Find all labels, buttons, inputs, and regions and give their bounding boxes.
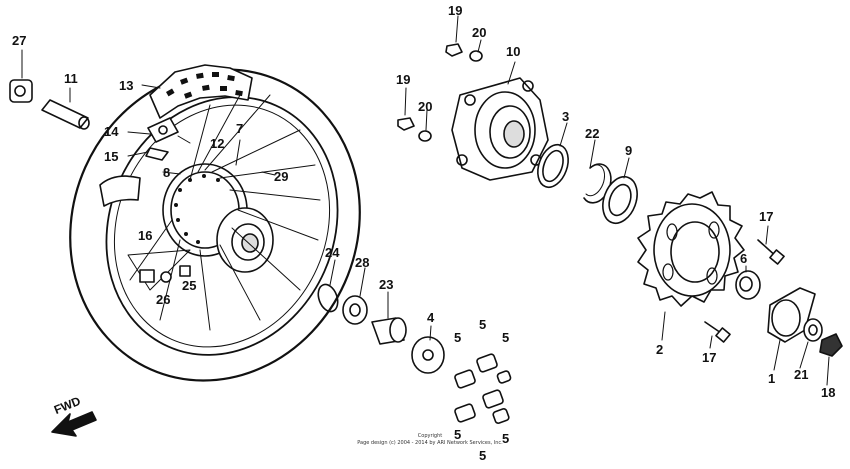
part-27-nut — [9, 79, 33, 103]
copyright-line-2: Page design (c) 2004 - 2014 by ARI Netwo… — [357, 439, 503, 446]
label-part-8: 8 — [163, 165, 171, 180]
part-19-nuts — [397, 43, 463, 131]
label-part-18: 18 — [821, 385, 836, 400]
label-part-25: 25 — [182, 278, 197, 293]
forward-arrow-icon — [51, 411, 97, 437]
label-part-15: 15 — [104, 149, 119, 164]
leader-lines — [21, 15, 830, 386]
label-part-5e: 5 — [479, 448, 487, 463]
part-9-seal — [602, 175, 638, 225]
label-part-20a: 20 — [472, 25, 487, 40]
label-part-21: 21 — [794, 367, 809, 382]
label-part-11: 11 — [64, 71, 78, 86]
label-part-23: 23 — [379, 277, 394, 292]
label-part-12: 12 — [210, 136, 225, 151]
label-part-26: 26 — [156, 292, 171, 307]
label-part-6: 6 — [740, 251, 748, 266]
label-part-27: 27 — [12, 33, 27, 48]
part-17-bolts — [704, 239, 785, 343]
label-part-3: 3 — [562, 109, 570, 124]
part-23-spacer — [371, 317, 407, 345]
label-part-5f: 5 — [502, 431, 510, 446]
label-part-10: 10 — [506, 44, 521, 59]
label-part-20b: 20 — [418, 99, 433, 114]
part-6-spacer — [735, 270, 761, 300]
label-part-1: 1 — [768, 371, 776, 386]
label-part-29: 29 — [274, 169, 289, 184]
tube-valve-illustration — [145, 117, 179, 161]
label-part-24: 24 — [325, 245, 340, 260]
label-part-5c: 5 — [502, 330, 510, 345]
part-24-oring — [317, 283, 339, 313]
label-part-17a: 17 — [759, 209, 774, 224]
part-20-washers — [418, 50, 483, 142]
copyright-line-1: Copyright — [417, 433, 443, 439]
part-11-collar — [41, 99, 90, 130]
label-part-22: 22 — [585, 126, 600, 141]
tire-illustration — [69, 64, 361, 382]
label-part-9: 9 — [625, 143, 633, 158]
part-21-washer — [803, 318, 823, 342]
part-18-nut — [819, 333, 843, 357]
label-part-19a: 19 — [448, 3, 463, 18]
copyright-notice: Copyright Page design (c) 2004 - 2014 by… — [335, 433, 525, 446]
part-3-ring — [537, 143, 569, 189]
label-part-5a: 5 — [454, 330, 462, 345]
part-2-sprocket — [637, 191, 745, 307]
label-part-5d: 5 — [454, 427, 462, 442]
label-part-19b: 19 — [396, 72, 411, 87]
label-part-28: 28 — [355, 255, 370, 270]
label-part-7: 7 — [236, 121, 244, 136]
part-28-bearing — [342, 295, 368, 325]
label-part-5b: 5 — [479, 317, 487, 332]
part-5-dampers — [454, 353, 512, 424]
part-4-holder — [411, 336, 445, 374]
label-part-16: 16 — [138, 228, 153, 243]
part-10-flange — [451, 77, 549, 181]
label-part-17b: 17 — [702, 350, 717, 365]
label-part-2: 2 — [656, 342, 664, 357]
label-part-13: 13 — [119, 78, 134, 93]
label-part-4: 4 — [427, 310, 435, 325]
hub-spokes-illustration — [129, 94, 321, 331]
label-part-14: 14 — [104, 124, 119, 139]
part-16-bracket — [127, 249, 191, 291]
